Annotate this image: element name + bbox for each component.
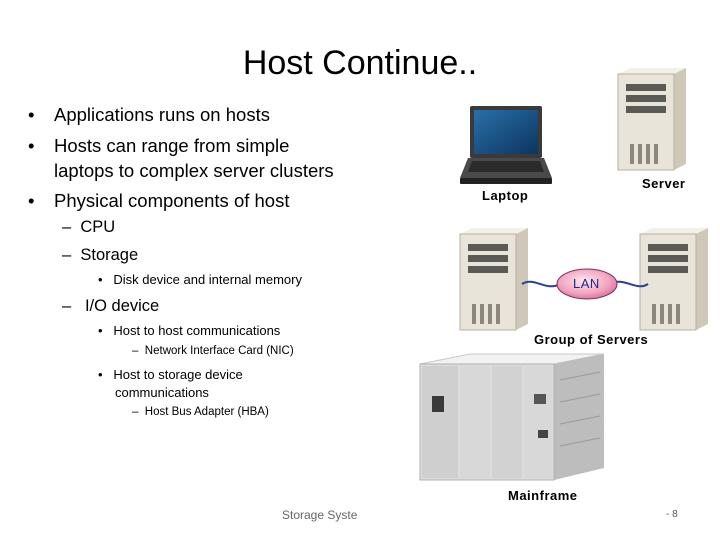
bullet-applications: • Applications runs on hosts xyxy=(28,103,368,127)
server-image-group-right xyxy=(639,228,708,331)
item-cpu: – CPU xyxy=(62,218,115,237)
item-io-host-text: Host to host communications xyxy=(113,323,281,338)
laptop-image xyxy=(460,106,552,184)
dash-mark: – xyxy=(132,406,139,418)
laptop-label: Laptop xyxy=(482,188,529,203)
item-io-storage-detail: – Host Bus Adapter (HBA) xyxy=(132,406,269,418)
bullet-text: Physical components of host xyxy=(54,190,290,211)
bullet-text: Applications runs on hosts xyxy=(54,104,270,125)
bullet-physical-components: • Physical components of host xyxy=(28,189,368,213)
bullet-mark: • xyxy=(28,104,35,125)
dash-mark: – xyxy=(62,218,72,236)
item-storage-detail-text: Disk device and internal memory xyxy=(113,272,302,287)
bullet-mark: • xyxy=(98,272,103,287)
dash-mark: – xyxy=(62,246,72,264)
bullet-text-continued: laptops to complex server clusters xyxy=(54,160,334,181)
page-number: - 8 xyxy=(666,509,678,520)
group-of-servers-label: Group of Servers xyxy=(534,332,649,347)
bullet-text: Hosts can range from simple xyxy=(54,135,290,156)
item-io-storage: • Host to storage device communications xyxy=(98,367,358,403)
mainframe-label: Mainframe xyxy=(508,488,578,503)
bullet-mark: • xyxy=(28,135,35,156)
mainframe-image xyxy=(419,353,605,481)
slide-title: Host Continue.. xyxy=(242,44,478,82)
lan-bubble xyxy=(556,268,618,300)
item-io-host-detail: – Network Interface Card (NIC) xyxy=(132,345,294,357)
server-label: Server xyxy=(642,176,686,191)
item-io-host: • Host to host communications xyxy=(98,323,280,338)
bullet-mark: • xyxy=(98,323,103,338)
item-storage-detail: • Disk device and internal memory xyxy=(98,272,302,287)
dash-mark: – xyxy=(62,297,72,315)
item-io-text: I/O device xyxy=(84,297,160,315)
item-cpu-text: CPU xyxy=(80,218,116,236)
item-io-storage-text-continued: communications xyxy=(115,385,209,400)
lan-label: LAN xyxy=(573,276,600,291)
bullet-hosts-range: • Hosts can range from simple laptops to… xyxy=(28,134,388,182)
item-io-storage-detail-text: Host Bus Adapter (HBA) xyxy=(144,406,269,418)
item-storage-text: Storage xyxy=(80,246,139,264)
bullet-mark: • xyxy=(28,190,35,211)
dash-mark: – xyxy=(132,345,139,357)
bullet-mark: • xyxy=(98,367,103,382)
item-io-host-detail-text: Network Interface Card (NIC) xyxy=(144,345,294,357)
item-io: – I/O device xyxy=(62,297,159,316)
item-io-storage-text: Host to storage device xyxy=(113,367,243,382)
server-image xyxy=(617,68,686,171)
item-storage: – Storage xyxy=(62,246,138,265)
footer-text: Storage Syste xyxy=(282,508,358,522)
server-image-group-left xyxy=(459,228,528,331)
